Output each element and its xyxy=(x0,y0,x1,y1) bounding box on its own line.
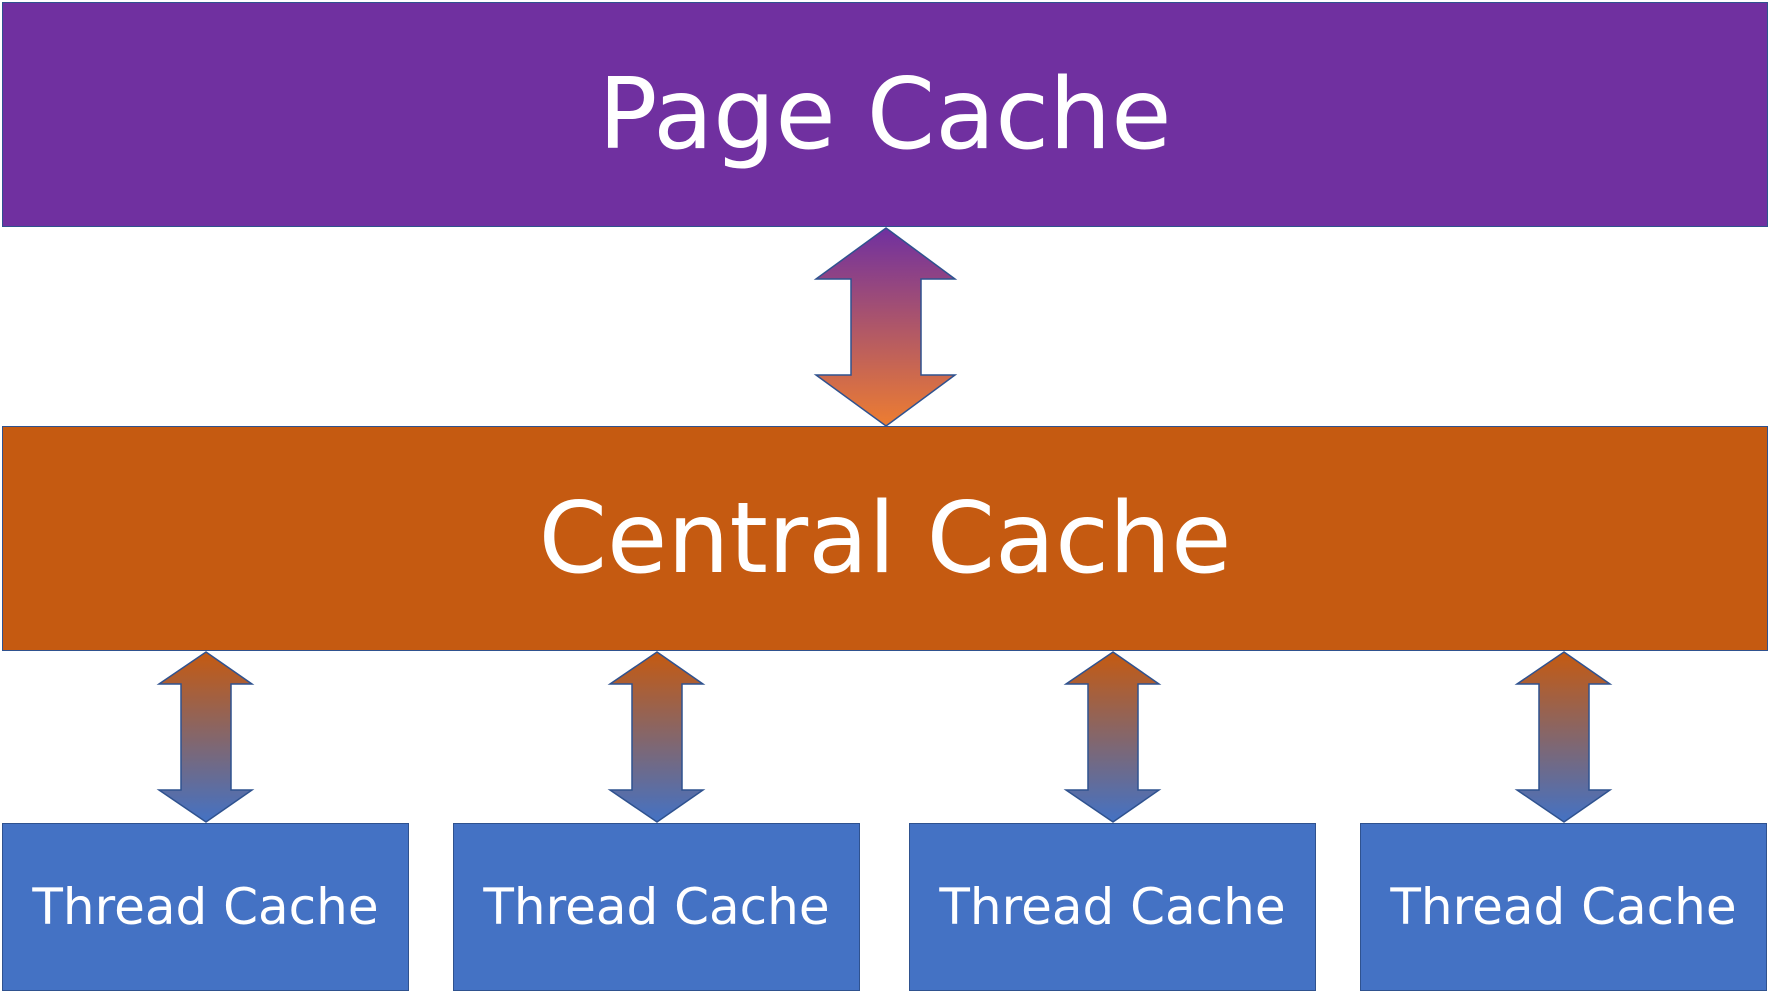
central-cache-label: Central Cache xyxy=(538,481,1232,596)
page-cache-box: Page Cache xyxy=(2,2,1768,227)
thread-cache-label: Thread Cache xyxy=(1390,878,1737,936)
thread-cache-label: Thread Cache xyxy=(483,878,830,936)
double-arrow-central-thread-3 xyxy=(1063,651,1162,823)
page-cache-label: Page Cache xyxy=(598,57,1172,172)
central-cache-box: Central Cache xyxy=(2,426,1768,651)
double-arrow-central-thread-4 xyxy=(1514,651,1613,823)
double-arrow-page-central xyxy=(813,227,958,427)
thread-cache-label: Thread Cache xyxy=(939,878,1286,936)
double-arrow-central-thread-2 xyxy=(607,651,706,823)
thread-cache-box-4: Thread Cache xyxy=(1360,823,1767,991)
double-arrow-central-thread-1 xyxy=(156,651,255,823)
thread-cache-box-2: Thread Cache xyxy=(453,823,860,991)
thread-cache-box-3: Thread Cache xyxy=(909,823,1316,991)
thread-cache-label: Thread Cache xyxy=(32,878,379,936)
thread-cache-box-1: Thread Cache xyxy=(2,823,409,991)
